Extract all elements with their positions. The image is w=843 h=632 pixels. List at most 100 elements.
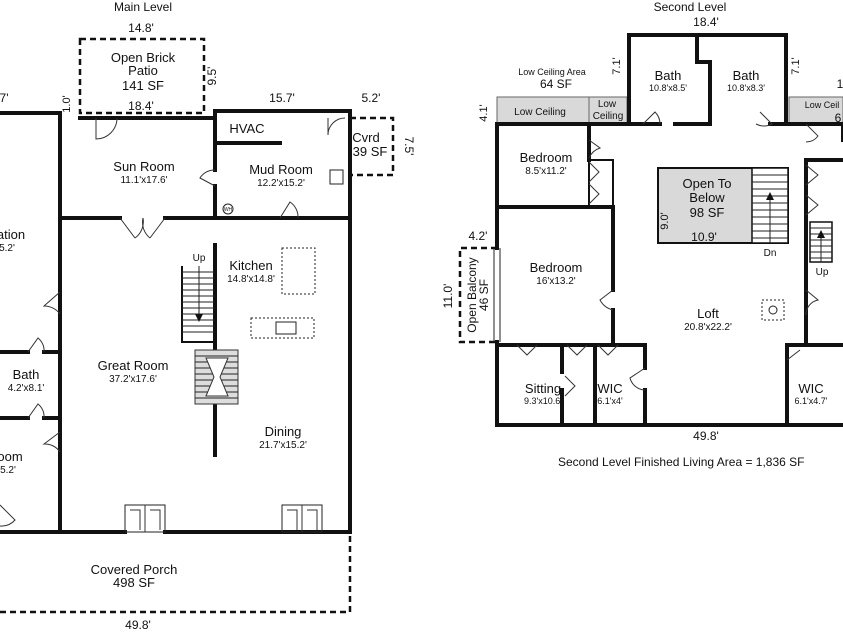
main-outer-walls: [0, 109, 352, 534]
water-heater-icon: [222, 203, 234, 215]
second-outer-walls: [495, 122, 843, 427]
covered-porch-area: 498 SF: [113, 575, 155, 590]
left-top-dim: 4.1': [478, 104, 490, 121]
mud-width-dim: 15.7': [269, 91, 295, 105]
bath2-dims: 10.8'x8.3': [727, 83, 765, 93]
right-stairs-up: [809, 221, 833, 263]
stair-depth-dim: 9.0': [659, 212, 671, 229]
second-top-width-dim: 18.4': [693, 15, 719, 29]
kitchen-name: Kitchen: [229, 258, 272, 273]
sitting-dims: 9.3'x10.6': [524, 396, 562, 406]
left-room-bottom-name: oom: [0, 449, 23, 464]
bath1-door: [642, 111, 661, 125]
bath-dims: 4.2'x8.1': [8, 383, 45, 394]
low-ceiling-mid-zone: [588, 96, 628, 125]
patio-label-line1: Open Brick: [111, 50, 176, 65]
right-wic-walls: [785, 343, 843, 427]
bath1-name: Bath: [655, 68, 682, 83]
great-room-name: Great Room: [98, 358, 169, 373]
hvac-label: HVAC: [229, 121, 264, 136]
patio-door: [95, 117, 118, 140]
bedroom-walls: [495, 205, 615, 347]
patio-width-dim: 14.8': [128, 21, 154, 35]
cvrd-area: 39 SF: [353, 144, 388, 159]
bath2-door: [755, 111, 773, 127]
wic2-name: WIC: [798, 381, 823, 396]
low-ceiling-mid-line2: Ceiling: [593, 111, 624, 122]
finished-area-caption: Second Level Finished Living Area = 1,83…: [558, 455, 805, 469]
bedroom2-name: Bedroom: [530, 260, 583, 275]
patio-label-line2: Patio: [128, 63, 158, 78]
porch-door-1-swing: [130, 505, 161, 532]
patio-area: 141 SF: [122, 78, 164, 93]
loft-stairs-down: [751, 167, 789, 244]
loft-sink-icon: [761, 299, 785, 321]
cvrd-outline: [350, 116, 395, 177]
sunroom-double-door: [119, 217, 166, 239]
open-to-below-line1: Open To: [683, 176, 732, 191]
low-ceiling-mid-line1: Low: [598, 99, 617, 110]
kitchen-island: [250, 317, 315, 339]
left-room-top-name: ation: [0, 227, 25, 242]
main-bottom-width-dim: 49.8': [125, 618, 151, 632]
left-interior-walls: [0, 350, 62, 420]
bedroom1-dims: 8.5'x11.2': [525, 166, 567, 177]
low-ceiling-area-sf: 64 SF: [540, 77, 572, 91]
sun-room-name: Sun Room: [113, 159, 174, 174]
dining-dims: 21.7'x15.2': [259, 440, 307, 451]
patio-base-dim: 18.4': [128, 99, 154, 113]
balcony-label: Open Balcony: [465, 257, 479, 332]
loft-sink-basin-icon: [768, 305, 778, 315]
porch-door-2-swing: [287, 505, 318, 532]
loft-name: Loft: [697, 306, 719, 321]
bedroom1-door: [588, 139, 602, 159]
covered-porch-outline: [0, 532, 352, 614]
kitchen-fridge-outline: [281, 247, 316, 295]
mud-hall-door: [279, 201, 299, 219]
wic1-name: WIC: [597, 381, 622, 396]
left-partial-dim: 7': [0, 91, 8, 105]
left-room-bottom-dims: 5.2': [0, 465, 16, 476]
low-ceiling-right-zone: [788, 96, 843, 125]
dining-name: Dining: [265, 424, 302, 439]
second-level-title: Second Level: [654, 0, 727, 14]
main-interior-walls: [58, 109, 352, 457]
wic1-dims: 6.1'x4': [597, 396, 623, 406]
bath-walls: [627, 33, 788, 126]
balcony-outline: [458, 246, 497, 344]
kitchen-dims: 14.8'x14.8': [227, 274, 275, 285]
second-level-plan: Second Level 18.4' Low Ceiling Area 64 S…: [441, 0, 843, 469]
loft-dims: 20.8'x22.2': [684, 322, 732, 333]
mud-room-name: Mud Room: [249, 162, 313, 177]
cvrd-label: Cvrd: [352, 130, 379, 145]
balcony-railing: [493, 248, 501, 342]
closet-walls: [588, 159, 614, 207]
patio-depth-dim: 9.5': [205, 67, 219, 86]
sun-room-dims: 11.1'x17.6': [120, 175, 167, 186]
patio-outline: [78, 37, 206, 115]
bedroom2-door: [599, 289, 614, 311]
bath-name: Bath: [13, 367, 40, 382]
left-bath-depth-dim: 7.1': [611, 57, 623, 74]
great-room-dims: 37.2'x17.6': [109, 374, 157, 385]
washer-icon: [329, 169, 344, 185]
mud-door: [199, 169, 216, 187]
low-ceiling-right-area: 6: [835, 111, 842, 125]
cvrd-width-dim: 5.2': [362, 91, 381, 105]
main-stairs: [181, 266, 215, 343]
small-dim: 1.0': [61, 95, 73, 112]
low-ceiling-area-label: Low Ceiling Area: [518, 67, 586, 77]
main-level-plan: Main Level 14.8' 9.5' Open Brick Patio 1…: [0, 0, 416, 632]
covered-porch-name: Covered Porch: [91, 562, 178, 577]
bath2-name: Bath: [733, 68, 760, 83]
bedroom2-dims: 16'x13.2': [536, 276, 575, 287]
bedroom1-name: Bedroom: [520, 150, 573, 165]
left-door-3: [0, 504, 16, 527]
right-bath-depth-dim: 7.1': [790, 57, 802, 74]
left-door-1: [42, 291, 61, 315]
bath1-dims: 10.8'x8.5': [649, 83, 687, 93]
low-ceiling-left-label: Low Ceiling: [514, 107, 566, 118]
water-heater-label: WH: [224, 207, 233, 213]
left-room-top-dims: 5.2': [0, 243, 15, 254]
